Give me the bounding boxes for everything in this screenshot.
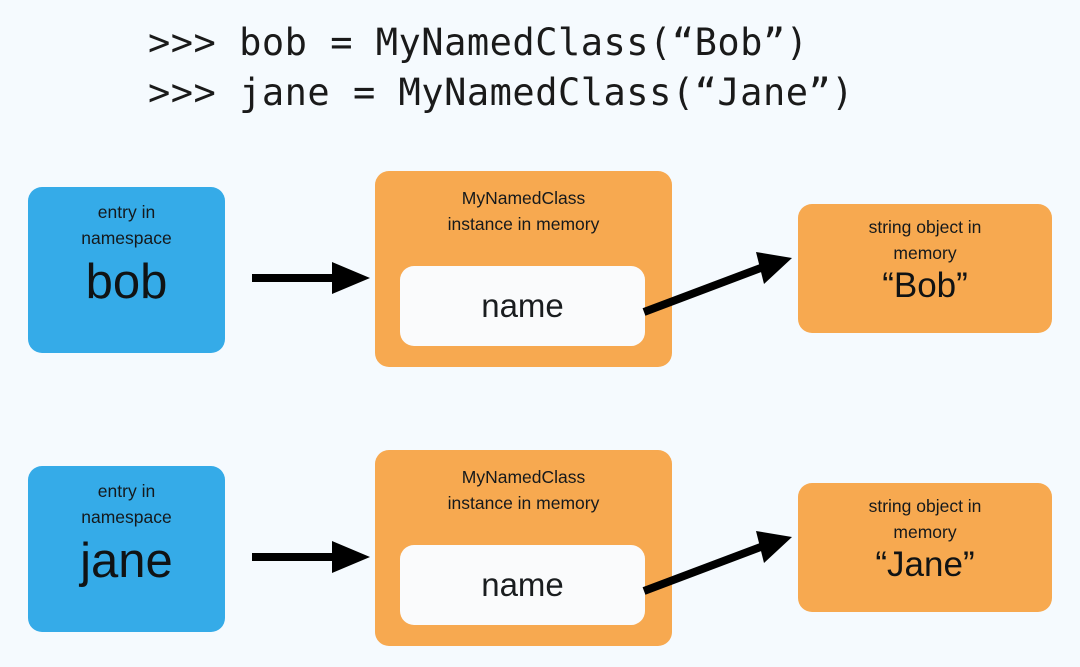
arrow-attribute-to-string-1 [642, 252, 792, 316]
namespace-box-bob: entry in namespace bob [28, 187, 225, 353]
code-line-1: >>> bob = MyNamedClass(“Bob”) [148, 21, 809, 64]
string-value-jane: “Jane” [875, 545, 975, 584]
string-value-bob: “Bob” [882, 266, 968, 305]
attribute-slot-bob: name [400, 266, 645, 346]
attribute-slot-jane: name [400, 545, 645, 625]
instance-caption-line1: MyNamedClass [461, 188, 586, 208]
instance-caption-line1: MyNamedClass [461, 467, 586, 487]
namespace-caption-line2: namespace [81, 228, 172, 248]
attribute-label: name [481, 287, 564, 324]
code-block: >>> bob = MyNamedClass(“Bob”) >>> jane =… [148, 18, 988, 118]
namespace-caption-line2: namespace [81, 507, 172, 527]
string-object-box-jane: string object in memory “Jane” [798, 483, 1052, 612]
string-object-box-bob: string object in memory “Bob” [798, 204, 1052, 333]
namespace-caption-line1: entry in [97, 481, 156, 501]
arrow-namespace-to-instance-1 [252, 262, 370, 294]
instance-caption-line2: instance in memory [447, 493, 600, 513]
string-caption-line2: memory [893, 522, 957, 542]
arrow-namespace-to-instance-2 [252, 541, 370, 573]
namespace-box-jane: entry in namespace jane [28, 466, 225, 632]
attribute-label: name [481, 566, 564, 603]
namespace-name-bob: bob [85, 255, 168, 309]
string-caption-line1: string object in [868, 217, 982, 237]
code-line-2: >>> jane = MyNamedClass(“Jane”) [148, 71, 855, 114]
instance-caption-line2: instance in memory [447, 214, 600, 234]
string-caption-line1: string object in [868, 496, 982, 516]
arrow-attribute-to-string-2 [642, 531, 792, 595]
string-caption-line2: memory [893, 243, 957, 263]
namespace-caption-line1: entry in [97, 202, 156, 222]
namespace-name-jane: jane [80, 534, 173, 588]
